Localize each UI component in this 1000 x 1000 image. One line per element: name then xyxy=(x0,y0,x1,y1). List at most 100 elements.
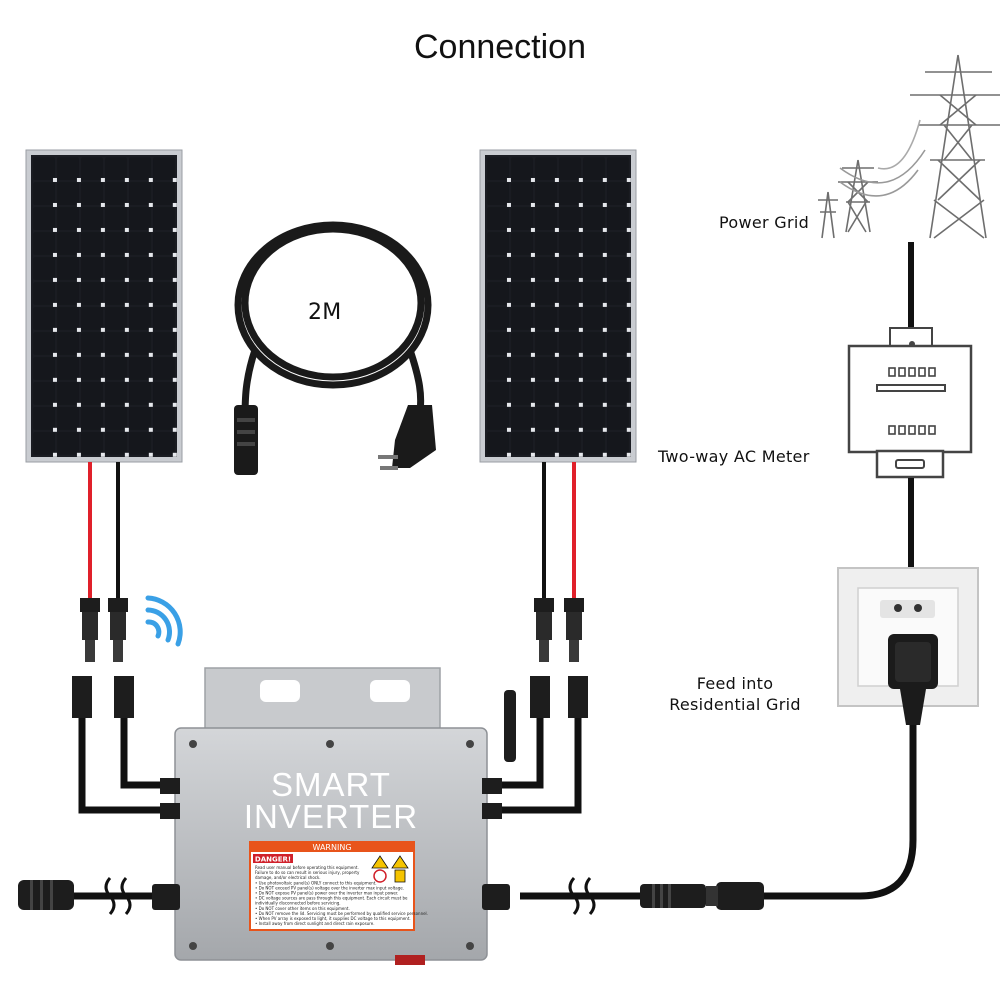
cell-corner xyxy=(172,227,177,232)
solar-cell xyxy=(153,157,175,180)
cell-corner xyxy=(124,427,129,432)
solar-cell xyxy=(57,432,79,455)
solar-cell xyxy=(81,182,103,205)
solar-cell xyxy=(33,382,55,405)
cell-corner xyxy=(148,377,153,382)
plug-cord xyxy=(760,725,917,900)
solar-cell xyxy=(57,307,79,330)
cell-corner xyxy=(100,177,105,182)
cell-corner xyxy=(506,402,511,407)
cell-corner xyxy=(124,327,129,332)
cell-corner xyxy=(76,177,81,182)
solar-cell xyxy=(33,182,55,205)
solar-cell xyxy=(607,232,629,255)
power-grid-towers-icon xyxy=(818,54,1000,239)
danger-text-line: Read user manual before operating this e… xyxy=(255,865,359,870)
cell-corner xyxy=(626,402,631,407)
cell-corner xyxy=(554,277,559,282)
cell-corner xyxy=(530,302,535,307)
solar-cell xyxy=(105,207,127,230)
cell-corner xyxy=(76,302,81,307)
cell-corner xyxy=(100,252,105,257)
danger-text-line: damage, and/or electrical shock. xyxy=(255,875,321,880)
cell-corner xyxy=(602,277,607,282)
solar-cell xyxy=(535,382,557,405)
cell-corner xyxy=(530,277,535,282)
cell-corner xyxy=(52,277,57,282)
solar-cell xyxy=(511,232,533,255)
inverter-dc-cables xyxy=(78,690,582,814)
cell-corner xyxy=(602,302,607,307)
cell-corner xyxy=(148,352,153,357)
solar-cell xyxy=(81,257,103,280)
cell-corner xyxy=(124,352,129,357)
inverter-brand-line1: SMART xyxy=(271,766,391,803)
solar-cell xyxy=(153,332,175,355)
solar-cell xyxy=(487,282,509,305)
solar-cell xyxy=(57,332,79,355)
cell-corner xyxy=(76,227,81,232)
page-title: Connection xyxy=(413,28,586,66)
solar-cell xyxy=(583,357,605,380)
cell-corner xyxy=(578,227,583,232)
cell-corner xyxy=(554,427,559,432)
solar-cell xyxy=(129,182,151,205)
solar-cell xyxy=(487,157,509,180)
solar-cell xyxy=(487,307,509,330)
cell-corner xyxy=(52,177,57,182)
cell-corner xyxy=(100,327,105,332)
solar-cell xyxy=(607,207,629,230)
wifi-icon xyxy=(145,595,183,647)
solar-cell xyxy=(583,157,605,180)
solar-cell xyxy=(511,182,533,205)
solar-cell xyxy=(105,332,127,355)
solar-cell xyxy=(583,232,605,255)
cell-corner xyxy=(52,452,57,457)
danger-text-line: • Do NOT cover other items on this equip… xyxy=(255,906,350,911)
solar-cell xyxy=(583,307,605,330)
solar-cell xyxy=(153,357,175,380)
cell-corner xyxy=(602,252,607,257)
solar-cell xyxy=(33,282,55,305)
solar-cell xyxy=(105,182,127,205)
solar-cell xyxy=(535,307,557,330)
solar-cell xyxy=(559,332,581,355)
cell-corner xyxy=(578,277,583,282)
warning-label: WARNING DANGER! Read user manual before … xyxy=(249,841,428,931)
cell-corner xyxy=(578,202,583,207)
solar-cell xyxy=(105,357,127,380)
cell-corner xyxy=(100,377,105,382)
cable-length-label: 2M xyxy=(308,300,342,325)
cell-corner xyxy=(124,252,129,257)
cell-corner xyxy=(100,427,105,432)
cell-corner xyxy=(76,427,81,432)
cell-corner xyxy=(76,277,81,282)
cell-corner xyxy=(100,452,105,457)
solar-cell xyxy=(153,432,175,455)
solar-cell xyxy=(511,382,533,405)
cell-corner xyxy=(506,377,511,382)
solar-cell xyxy=(559,357,581,380)
solar-cell xyxy=(81,432,103,455)
solar-cell xyxy=(81,332,103,355)
cell-corner xyxy=(172,302,177,307)
cell-corner xyxy=(124,377,129,382)
danger-text-line: Failure to do so can result in serious i… xyxy=(255,870,360,875)
danger-text-line: • Use photovoltaic panel(s) ONLY connect… xyxy=(255,880,377,885)
solar-cell xyxy=(535,432,557,455)
solar-cell xyxy=(105,257,127,280)
solar-cell xyxy=(105,232,127,255)
cell-corner xyxy=(578,327,583,332)
cell-corner xyxy=(124,177,129,182)
cell-corner xyxy=(172,377,177,382)
solar-cell xyxy=(33,332,55,355)
cell-corner xyxy=(554,252,559,257)
solar-cell xyxy=(583,182,605,205)
solar-cell xyxy=(607,407,629,430)
cell-corner xyxy=(124,277,129,282)
solar-cell xyxy=(511,282,533,305)
solar-cell xyxy=(511,307,533,330)
ac-connector-right xyxy=(640,882,764,910)
solar-cell xyxy=(81,382,103,405)
cell-corner xyxy=(602,427,607,432)
